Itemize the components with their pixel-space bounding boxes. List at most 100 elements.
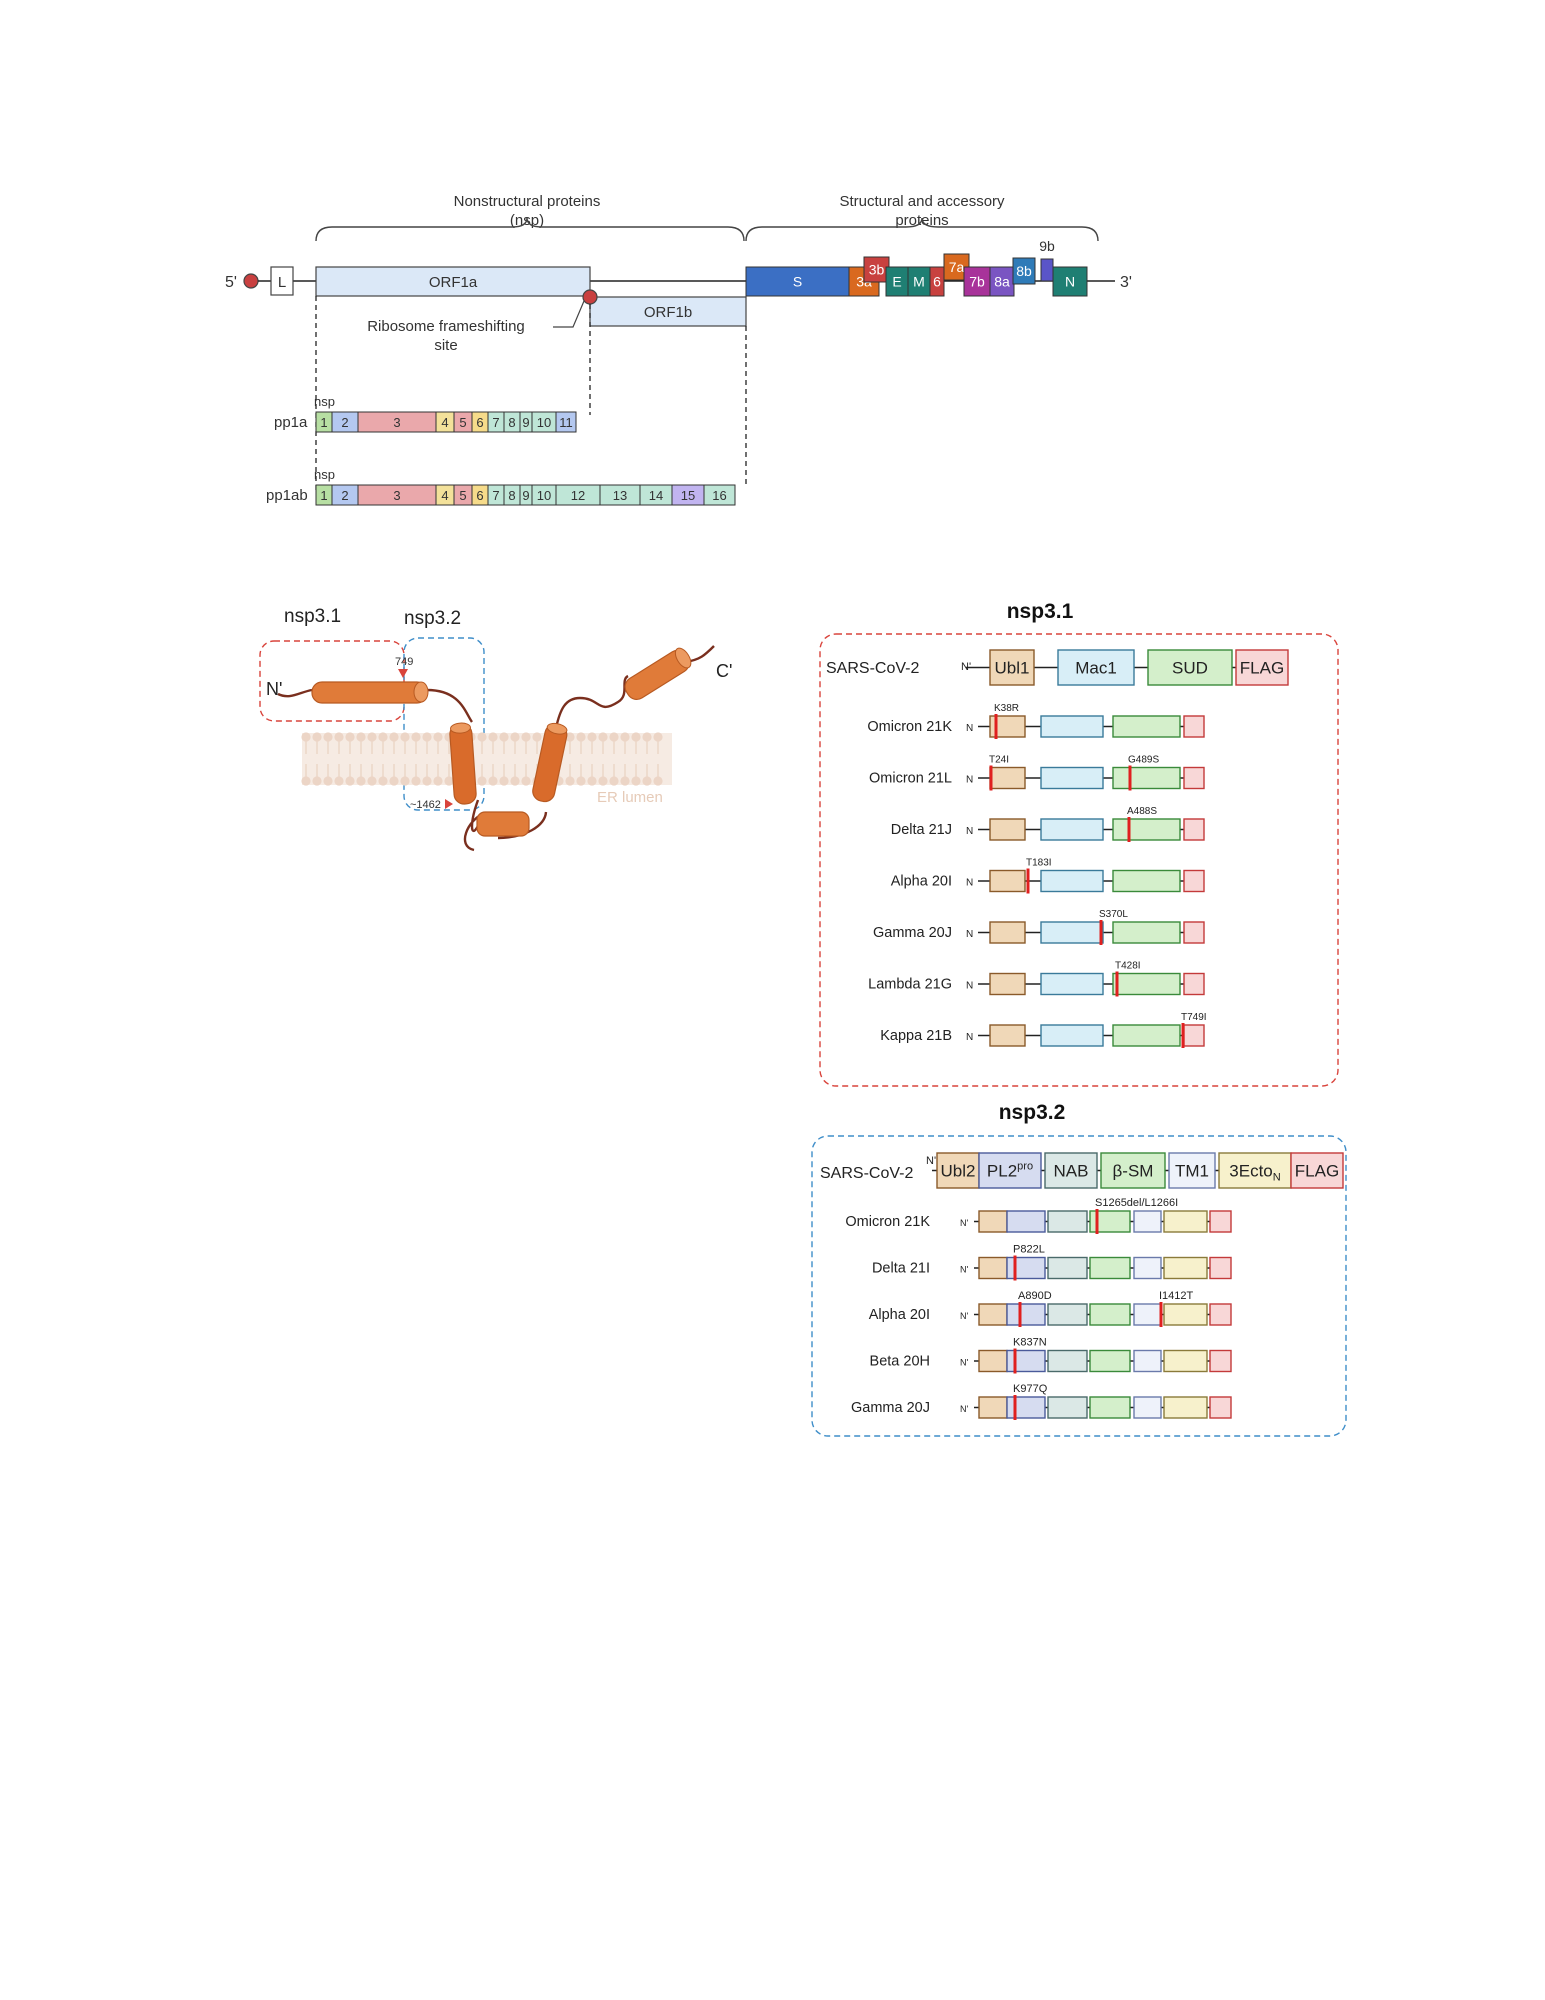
nsp-segment-4: 4 — [435, 484, 455, 506]
nsp-segment-14: 14 — [639, 484, 673, 506]
frameshift-leader-line — [553, 300, 585, 328]
helix-5 — [624, 647, 692, 701]
n-terminus-label: N — [966, 929, 973, 940]
nsp-segment-label: 13 — [613, 488, 627, 503]
domain-beta-sm: β-SM — [1100, 1152, 1166, 1189]
leader-label: L — [278, 274, 286, 291]
gene-label: 8b — [1016, 263, 1032, 279]
nsp-segment-label: 15 — [681, 488, 695, 503]
domain-label: Mac1 — [1075, 659, 1117, 678]
nsp-segment-label: 4 — [441, 415, 448, 430]
nsp-segment-label: 8 — [508, 488, 515, 503]
nsp31-title: nsp3.1 — [1007, 600, 1074, 623]
domain-sud — [1112, 766, 1181, 790]
mutation-label: T183I — [1026, 858, 1052, 869]
nsp-segment-2: 2 — [331, 411, 359, 433]
domain-ubl1 — [989, 818, 1026, 841]
nsp32-ref-label: SARS-CoV-2 — [820, 1165, 913, 1182]
domain-nab — [1047, 1210, 1088, 1233]
domain-beta-sm — [1089, 1210, 1131, 1233]
domain-ubl2 — [978, 1256, 1008, 1280]
domain-ubl1 — [989, 921, 1026, 944]
n-terminus-label: N' — [960, 1404, 968, 1414]
gene-7b: 7b — [963, 266, 991, 297]
domain-pl2pro — [1006, 1256, 1046, 1280]
domain-flag — [1183, 818, 1205, 841]
n-terminus-label: N' — [960, 1218, 968, 1228]
domain-sud — [1112, 818, 1181, 841]
helix-2 — [449, 722, 477, 805]
nsp-segment-8: 8 — [503, 411, 521, 433]
c-terminus-label: C' — [716, 661, 732, 681]
variant-name: Alpha 20I — [869, 1307, 930, 1323]
domain-label: NAB — [1054, 1162, 1089, 1181]
domain-tm1 — [1133, 1256, 1162, 1280]
gene-label: N — [1065, 274, 1075, 290]
topology-label-nsp32: nsp3.2 — [404, 608, 461, 629]
helix-3 — [476, 811, 530, 837]
variant-name: Gamma 20J — [873, 925, 952, 941]
nsp-segment-3: 3 — [357, 411, 437, 433]
domain-flag — [1209, 1349, 1232, 1373]
nsp-segment-label: 2 — [341, 488, 348, 503]
domain-3ecto — [1163, 1210, 1208, 1233]
mutation-label: T24I — [989, 755, 1009, 766]
nsp32-box — [811, 1135, 1347, 1437]
domain-label: FLAG — [1295, 1162, 1339, 1181]
domain-beta-sm — [1089, 1256, 1131, 1280]
helix-4 — [532, 722, 568, 803]
variant-name: Kappa 21B — [880, 1028, 952, 1044]
domain-nab — [1047, 1396, 1088, 1419]
domain-pl2pro — [1006, 1303, 1046, 1326]
mutation-label: K38R — [994, 703, 1019, 714]
struct-header: Structural and accessory — [839, 193, 1005, 210]
domain-label: β-SM — [1113, 1162, 1154, 1181]
nsp-segment-label: 5 — [459, 488, 466, 503]
domain-sud — [1112, 869, 1181, 893]
variant-name: Lambda 21G — [868, 977, 952, 993]
cleavage-site-1462-icon — [445, 799, 453, 809]
nsp-brace — [315, 217, 745, 242]
domain-mac1 — [1040, 921, 1104, 944]
nsp-segment-label: 10 — [537, 488, 551, 503]
domain-label: FLAG — [1240, 659, 1284, 678]
mutation-label: A890D — [1018, 1290, 1052, 1302]
variant-name: Omicron 21K — [845, 1214, 930, 1230]
nsp-segment-10: 10 — [531, 411, 557, 433]
domain-nab — [1047, 1349, 1088, 1373]
variant-name: Omicron 21K — [867, 719, 952, 735]
domain-ubl1 — [989, 869, 1026, 893]
gene-label: 8a — [994, 274, 1010, 290]
nsp-segment-label: 6 — [476, 488, 483, 503]
cap-icon — [243, 273, 259, 289]
nsp-segment-label: 3 — [393, 488, 400, 503]
orf1b-box — [589, 296, 747, 327]
domain-3ecto — [1163, 1303, 1208, 1326]
nsp-segment-label: 6 — [476, 415, 483, 430]
n-terminus-label: N — [966, 1032, 973, 1043]
domain-mac1: Mac1 — [1057, 649, 1135, 686]
variant-name: Beta 20H — [870, 1354, 930, 1370]
n-terminus-label: N — [966, 878, 973, 889]
gene-label: 3b — [869, 262, 885, 278]
gene-label: 7b — [969, 274, 985, 290]
nsp-segment-5: 5 — [453, 484, 473, 506]
domain-ubl1 — [989, 766, 1026, 790]
domain-ubl1: Ubl1 — [989, 649, 1035, 686]
variant-name: Alpha 20I — [891, 874, 952, 890]
nsp-tag: nsp — [314, 467, 335, 482]
nsp3-topology: nsp3.1 nsp3.2 ER lumen 749 — [259, 606, 732, 852]
genome-schematic: Nonstructural proteins (nsp) Structural … — [225, 193, 1132, 506]
domain-ubl2 — [978, 1210, 1008, 1233]
orf1a-box — [315, 266, 591, 297]
nsp-segment-7: 7 — [487, 484, 505, 506]
domain-mac1 — [1040, 818, 1104, 841]
nsp-segment-15: 15 — [671, 484, 705, 506]
